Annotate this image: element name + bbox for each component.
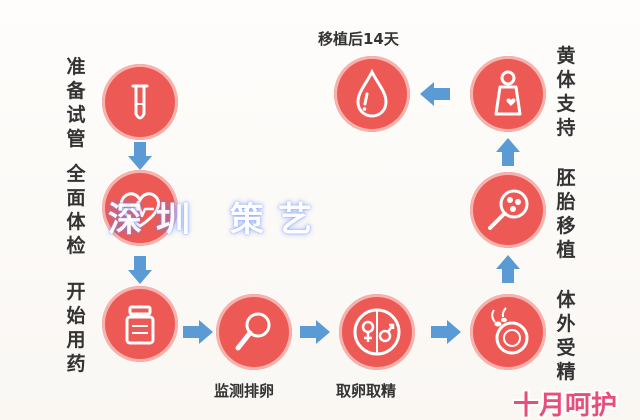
step-luteal-support: [470, 56, 546, 132]
arrow-right-icon: [300, 320, 330, 344]
arrow-left-icon: [420, 82, 450, 106]
arrow-down-icon: [128, 142, 152, 170]
step-label: 黄体支持: [556, 45, 576, 139]
arrow-right-icon: [183, 320, 213, 344]
step-monitor-ovulation: [216, 294, 292, 370]
test-tube-icon: [131, 84, 149, 120]
watermark-text: 深圳 策艺: [108, 200, 326, 240]
brand-logo: 十月呵护: [513, 391, 618, 420]
sperm-egg-icon: [491, 307, 529, 355]
step-label: 准备试管: [66, 56, 86, 150]
blood-drop-icon: [356, 68, 388, 118]
gender-symbols-icon: [353, 308, 401, 356]
arrow-down-icon: [128, 256, 152, 284]
step-label: 监测排卵: [214, 382, 275, 400]
arrow-right-icon: [431, 320, 461, 344]
heart-icon: [119, 192, 161, 228]
step-label: 移植后14天: [318, 30, 399, 48]
step-start-medication: [102, 286, 178, 362]
step-label: 全面体检: [66, 163, 86, 257]
arrow-up-icon: [496, 138, 520, 166]
step-label: 取卵取精: [336, 382, 397, 400]
step-label: 胚胎移植: [556, 167, 576, 261]
step-label: 开始用药: [66, 281, 86, 375]
embryo-icon: [488, 189, 529, 230]
arrow-up-icon: [496, 255, 520, 283]
pregnant-woman-icon: [494, 70, 522, 116]
medicine-bottle-icon: [125, 305, 155, 345]
step-prepare-tube: [102, 64, 178, 140]
step-embryo-transfer: [470, 172, 546, 248]
step-label: 体外受精: [556, 289, 576, 383]
step-retrieve-egg-sperm: [339, 294, 415, 370]
step-14-days-after: [334, 56, 410, 132]
magnifier-icon: [235, 312, 271, 351]
step-ivf: [470, 294, 546, 370]
step-full-checkup: [102, 170, 178, 246]
